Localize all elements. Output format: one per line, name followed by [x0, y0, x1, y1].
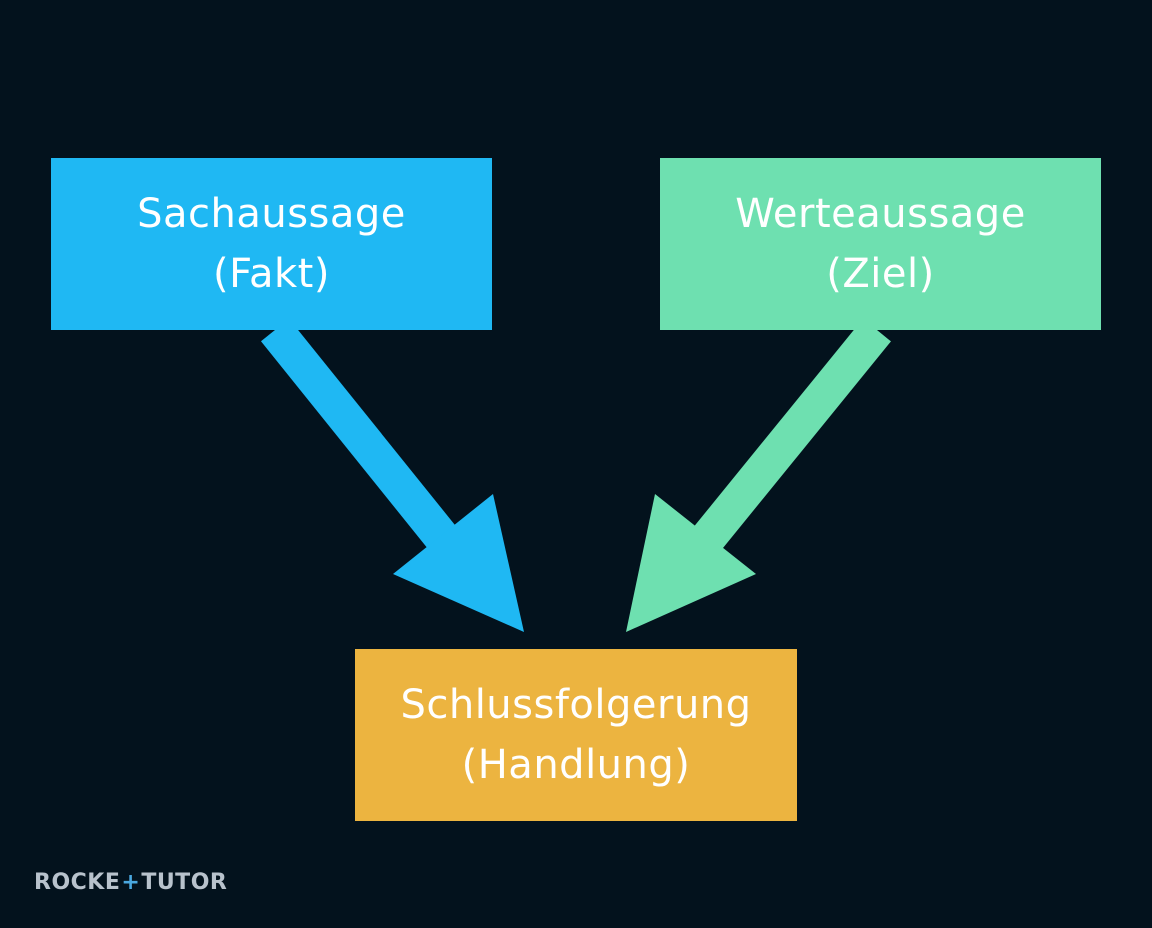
value-box-title: Werteaussage: [735, 191, 1026, 237]
fact-box-subtitle: (Fakt): [213, 251, 330, 297]
value-box: Werteaussage (Ziel): [660, 158, 1101, 330]
conclusion-box-subtitle: (Handlung): [461, 742, 691, 788]
arrow-value-shaft: [676, 318, 891, 572]
conclusion-box-title: Schlussfolgerung: [400, 682, 752, 728]
value-box-subtitle: (Ziel): [826, 251, 935, 297]
brand-logo-plus: +: [121, 870, 141, 895]
brand-logo-part2: TUTOR: [141, 870, 228, 895]
fact-box-title: Sachaussage: [137, 191, 406, 237]
arrow-value-head: [626, 494, 756, 632]
conclusion-box: Schlussfolgerung (Handlung): [355, 649, 797, 821]
arrow-fact-shaft: [260, 318, 475, 572]
arrow-fact-to-conclusion: [260, 318, 524, 632]
fact-box: Sachaussage (Fakt): [51, 158, 492, 330]
arrow-fact-head: [393, 494, 524, 632]
brand-logo-part1: ROCKE: [34, 870, 121, 895]
brand-logo: ROCKE + TUTOR: [34, 870, 227, 895]
arrow-value-to-conclusion: [626, 318, 891, 632]
